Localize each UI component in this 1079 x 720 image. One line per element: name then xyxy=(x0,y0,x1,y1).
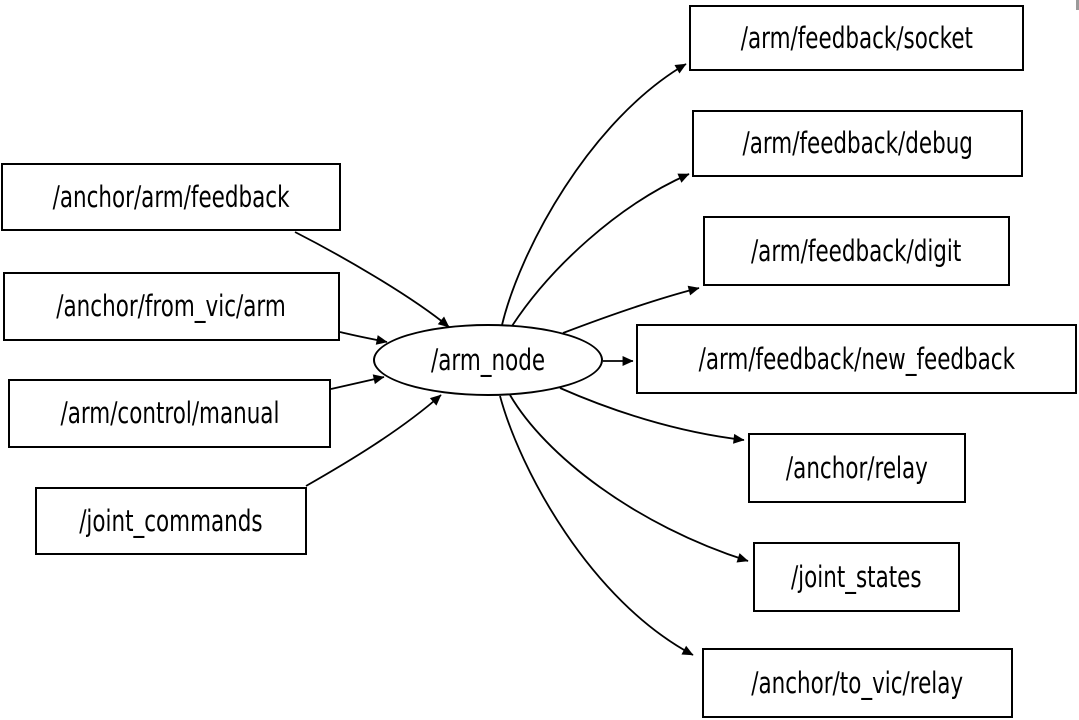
node-label-arm-feedback-digit: /arm/feedback/digit xyxy=(751,233,962,268)
node-arm-feedback-new-feedback: /arm/feedback/new_feedback xyxy=(636,324,1077,394)
edge-arm-control-manual-to-arm-node xyxy=(330,374,385,390)
node-joint-commands: /joint_commands xyxy=(35,487,307,555)
node-label-anchor-arm-feedback: /anchor/arm/feedback xyxy=(52,179,290,214)
node-label-anchor-to-vic-relay: /anchor/to_vic/relay xyxy=(751,665,964,700)
node-anchor-arm-feedback: /anchor/arm/feedback xyxy=(1,163,341,231)
node-label-joint-commands: /joint_commands xyxy=(79,503,263,538)
node-label-arm-feedback-debug: /arm/feedback/debug xyxy=(742,126,973,160)
node-anchor-relay: /anchor/relay xyxy=(748,433,966,503)
node-arm-feedback-digit: /arm/feedback/digit xyxy=(703,216,1010,286)
edge-arm-node-to-arm-feedback-debug xyxy=(511,173,690,327)
edge-arm-node-to-anchor-to-vic-relay xyxy=(499,395,694,656)
screen-edge-artifact xyxy=(1076,0,1079,10)
edge-arm-node-to-joint-states xyxy=(509,394,749,563)
node-label-arm-feedback-socket: /arm/feedback/socket xyxy=(740,20,973,55)
node-joint-states: /joint_states xyxy=(753,542,960,612)
node-arm-node: /arm_node xyxy=(373,324,603,396)
node-label-anchor-from-vic-arm: /anchor/from_vic/arm xyxy=(56,289,287,323)
edge-arm-node-to-arm-feedback-socket xyxy=(501,63,687,326)
node-label-arm-control-manual: /arm/control/manual xyxy=(60,396,279,430)
node-anchor-to-vic-relay: /anchor/to_vic/relay xyxy=(702,648,1013,718)
node-label-arm-node: /arm_node xyxy=(430,342,546,377)
node-arm-feedback-debug: /arm/feedback/debug xyxy=(692,110,1023,177)
node-anchor-from-vic-arm: /anchor/from_vic/arm xyxy=(3,272,340,341)
node-arm-feedback-socket: /arm/feedback/socket xyxy=(689,5,1024,71)
edge-arm-node-to-anchor-relay xyxy=(559,387,745,444)
node-label-anchor-relay: /anchor/relay xyxy=(786,450,928,485)
node-label-joint-states: /joint_states xyxy=(791,559,922,594)
edge-anchor-from-vic-arm-to-arm-node xyxy=(339,331,388,345)
node-arm-control-manual: /arm/control/manual xyxy=(8,379,331,448)
node-label-arm-feedback-new-feedback: /arm/feedback/new_feedback xyxy=(698,341,1015,376)
